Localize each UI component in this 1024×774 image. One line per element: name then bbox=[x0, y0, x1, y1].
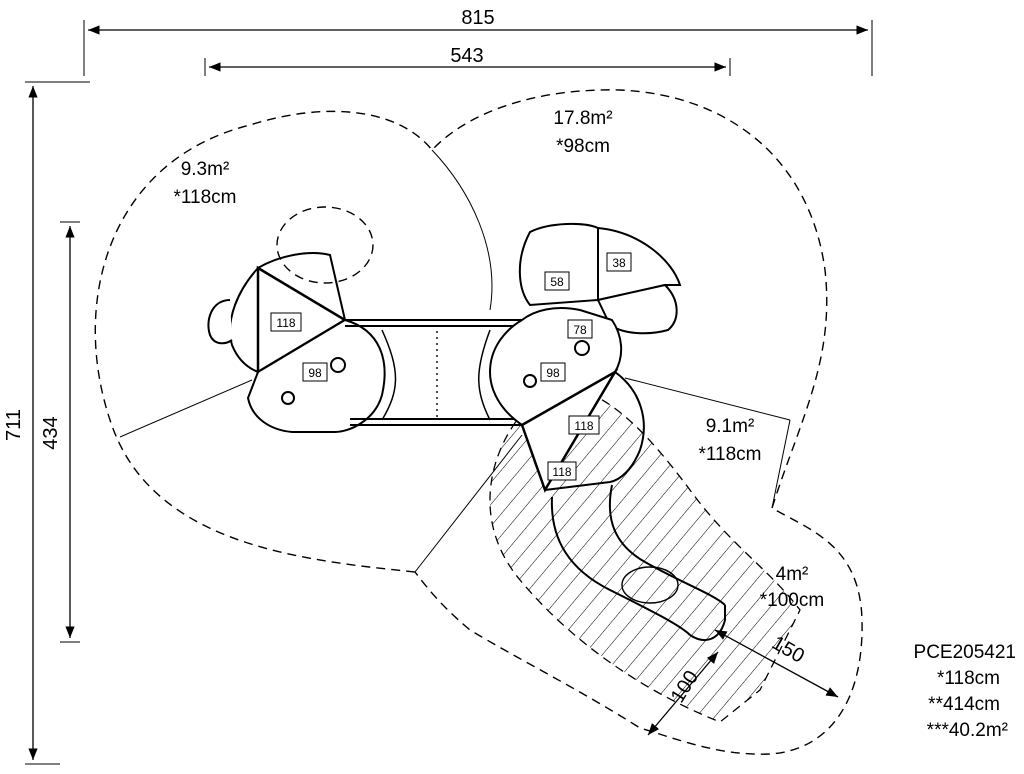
svg-text:9.3m²: 9.3m² bbox=[181, 159, 230, 180]
height-tag-right-top-a: 58 bbox=[544, 271, 570, 291]
svg-text:98: 98 bbox=[546, 366, 560, 380]
height-tag-right-mid: 78 bbox=[567, 319, 593, 339]
zone-label-left: 9.3m² *118cm bbox=[173, 159, 236, 208]
product-perimeter: **414cm bbox=[928, 694, 1000, 715]
svg-text:*100cm: *100cm bbox=[760, 590, 824, 611]
zone-label-slide: 4m² *100cm bbox=[760, 564, 824, 611]
overall-width-label: 815 bbox=[461, 7, 494, 29]
height-tag-right-deck: 98 bbox=[540, 362, 566, 382]
product-info: PCE205421 *118cm **414cm ***40.2m² bbox=[914, 642, 1016, 741]
svg-text:*118cm: *118cm bbox=[698, 444, 761, 465]
svg-text:*118cm: *118cm bbox=[173, 187, 236, 208]
svg-text:4m²: 4m² bbox=[776, 564, 809, 585]
product-code: PCE205421 bbox=[914, 642, 1016, 663]
height-tag-slide-step: 118 bbox=[547, 461, 577, 481]
slide bbox=[550, 484, 726, 641]
svg-text:17.8m²: 17.8m² bbox=[553, 108, 612, 129]
dimension-inner-width: 543 bbox=[204, 45, 731, 76]
height-tag-slide-deck: 118 bbox=[568, 415, 600, 435]
svg-text:9.1m²: 9.1m² bbox=[706, 416, 755, 437]
zone-separators bbox=[119, 149, 791, 573]
height-tag-right-top-b: 38 bbox=[606, 252, 632, 272]
svg-text:78: 78 bbox=[573, 323, 587, 337]
left-tower bbox=[207, 252, 386, 433]
svg-text:*98cm: *98cm bbox=[556, 136, 610, 157]
svg-text:58: 58 bbox=[550, 275, 564, 289]
dimension-overall-width: 815 bbox=[83, 7, 873, 76]
safety-zone-outline bbox=[94, 89, 863, 755]
height-tag-left-deck: 98 bbox=[302, 362, 328, 382]
inner-width-label: 543 bbox=[450, 45, 483, 67]
zone-label-right: 9.1m² *118cm bbox=[698, 416, 761, 465]
height-tag-left-roof: 118 bbox=[270, 312, 302, 332]
svg-text:38: 38 bbox=[612, 256, 626, 270]
svg-text:118: 118 bbox=[552, 465, 571, 479]
zone-label-top-right: 17.8m² *98cm bbox=[553, 108, 612, 157]
product-fall-height: *118cm bbox=[937, 668, 1000, 689]
inner-height-label: 434 bbox=[40, 416, 62, 449]
product-total-area: ***40.2m² bbox=[927, 720, 1008, 741]
svg-text:118: 118 bbox=[276, 316, 295, 330]
dimension-inner-height: 434 bbox=[40, 221, 80, 643]
bridge bbox=[345, 319, 522, 426]
svg-text:118: 118 bbox=[574, 419, 593, 433]
dimension-overall-height: 711 bbox=[3, 81, 90, 765]
svg-text:98: 98 bbox=[308, 366, 322, 380]
overall-height-label: 711 bbox=[3, 409, 25, 441]
